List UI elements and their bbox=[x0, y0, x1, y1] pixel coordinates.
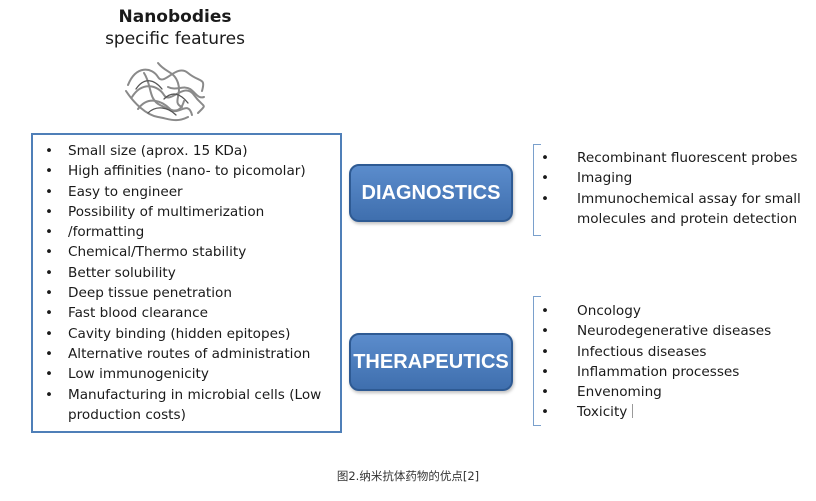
feature-item: •/formatting bbox=[44, 224, 145, 241]
feature-item: •Better solubility bbox=[44, 264, 176, 281]
therapeutics-list: •Oncology •Neurodegenerative diseases •I… bbox=[535, 301, 771, 423]
therapeutics-item: •Oncology bbox=[540, 303, 641, 319]
feature-item: •Deep tissue penetration bbox=[44, 285, 232, 302]
diagnostics-item: •Imaging bbox=[540, 170, 633, 187]
feature-item: •High affinities (nano- to picomolar) bbox=[44, 163, 306, 180]
therapeutics-item: •Envenoming bbox=[540, 384, 662, 401]
feature-item: •Possibility of multimerization bbox=[44, 203, 265, 220]
feature-item: •Easy to engineer bbox=[44, 183, 183, 200]
diagnostics-item-continuation: molecules and protein detection bbox=[577, 210, 798, 227]
figure-caption: 图2.纳米抗体药物的优点[2] bbox=[336, 469, 480, 483]
feature-item: •Cavity binding (hidden epitopes) bbox=[44, 325, 291, 342]
diagnostics-bracket bbox=[533, 144, 541, 236]
diagnostics-item: •Immunochemical assay for small bbox=[540, 190, 801, 207]
diagnostics-item: •Recombinant fluorescent probes bbox=[540, 150, 798, 166]
features-box: •Small size (aprox. 15 KDa) •High affini… bbox=[31, 133, 342, 433]
feature-item: •Chemical/Thermo stability bbox=[44, 244, 247, 261]
feature-item: •Fast blood clearance bbox=[44, 305, 208, 322]
diagram-subtitle: specific features bbox=[105, 29, 245, 49]
feature-item-continuation: production costs) bbox=[68, 406, 186, 423]
features-list: •Small size (aprox. 15 KDa) •High affini… bbox=[39, 141, 321, 425]
protein-structure-icon bbox=[125, 62, 205, 122]
therapeutics-label: THERAPEUTICS bbox=[353, 350, 509, 373]
diagnostics-pill: DIAGNOSTICS bbox=[349, 164, 513, 222]
feature-item: •Alternative routes of administration bbox=[44, 345, 311, 362]
diagram-title: Nanobodies bbox=[118, 7, 232, 27]
title-block: Nanobodies specific features bbox=[95, 6, 255, 50]
therapeutics-item: •Neurodegenerative diseases bbox=[540, 323, 772, 340]
feature-item: •Small size (aprox. 15 KDa) bbox=[44, 143, 248, 159]
text-cursor bbox=[632, 404, 634, 419]
feature-item: •Low immunogenicity bbox=[44, 366, 209, 383]
therapeutics-item: •Inflammation processes bbox=[540, 363, 740, 380]
therapeutics-item: •Toxicity bbox=[535, 402, 771, 422]
therapeutics-pill: THERAPEUTICS bbox=[349, 333, 513, 391]
diagnostics-list: •Recombinant fluorescent probes •Imaging… bbox=[535, 148, 801, 229]
therapeutics-bracket bbox=[533, 296, 541, 426]
therapeutics-item: •Infectious diseases bbox=[540, 343, 707, 360]
diagnostics-label: DIAGNOSTICS bbox=[361, 181, 501, 204]
feature-item: •Manufacturing in microbial cells (Low bbox=[44, 386, 322, 403]
